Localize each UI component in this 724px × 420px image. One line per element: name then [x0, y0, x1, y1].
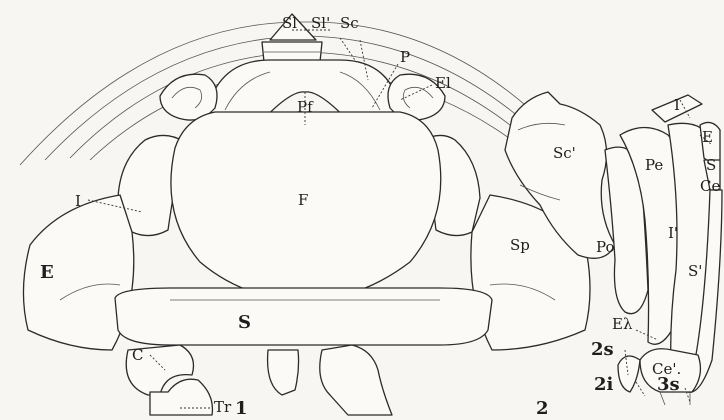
right-leg: [320, 345, 392, 415]
label-sl-prime: Sl': [311, 14, 330, 32]
two-i-piece: [618, 356, 640, 392]
left-inner-leg: [268, 350, 299, 395]
label-e-lambda: Eλ: [612, 315, 633, 333]
label-sl: Sl: [282, 14, 297, 32]
label-c: C: [132, 346, 143, 364]
label-ce: Ce: [700, 177, 720, 195]
label-sp: Sp: [510, 236, 530, 254]
label-sc: Sc: [340, 14, 359, 32]
leader-sl-prime: [340, 38, 355, 60]
label-p: P: [400, 48, 410, 66]
leader-2i: [636, 382, 645, 396]
figure-2-number: 2: [536, 398, 549, 419]
label-i-prime: I': [668, 224, 678, 242]
label-e-fig2: E: [702, 128, 713, 146]
label-3s: 3s: [657, 374, 680, 395]
label-tr: Tr: [214, 398, 232, 416]
label-sc-prime: Sc': [553, 144, 576, 162]
s-band: [115, 288, 492, 345]
label-s-fig2: S: [706, 156, 716, 174]
label-e: E: [40, 262, 54, 283]
label-el: El: [435, 74, 451, 92]
figure-1-drawing: Sl Sl' Sc P El Pf I F E S C Tr 1: [20, 14, 590, 419]
label-s: S: [238, 312, 251, 333]
label-pf: Pf: [297, 98, 314, 116]
label-pe: Pe: [645, 156, 663, 174]
label-f: F: [298, 191, 308, 209]
label-2i: 2i: [594, 374, 614, 395]
label-s-prime: S': [688, 262, 702, 280]
figure-1-number: 1: [235, 398, 248, 419]
label-2s: 2s: [591, 339, 614, 360]
label-i: I: [75, 192, 81, 210]
label-po: Po: [596, 238, 615, 256]
label-i-fig2: I: [674, 96, 680, 114]
